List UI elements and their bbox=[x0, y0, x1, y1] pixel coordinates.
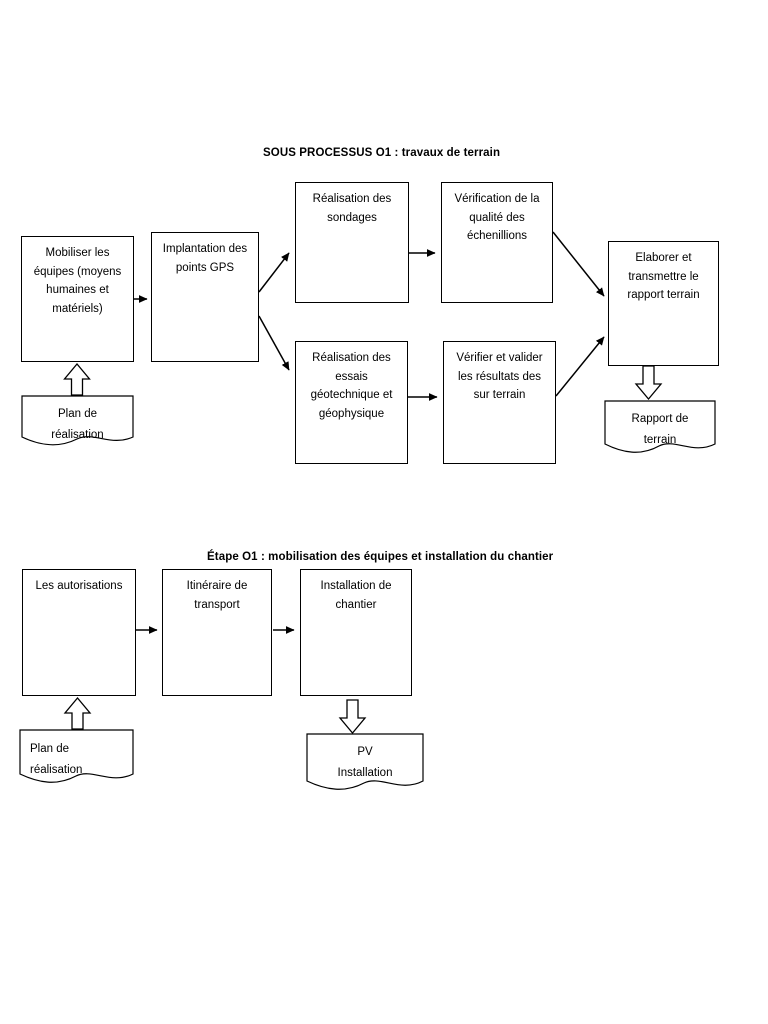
node-itineraire[interactable]: Itinéraire de transport bbox=[162, 569, 272, 696]
node-verifier-valider-label: Vérifier et valider les résultats des su… bbox=[456, 352, 543, 402]
doc-line-1: PV bbox=[357, 746, 373, 758]
node-essais[interactable]: Réalisation des essais géotechnique et g… bbox=[295, 341, 408, 464]
node-implantation-label: Implantation des points GPS bbox=[162, 243, 248, 274]
node-installation-chantier-label: Installation de chantier bbox=[320, 580, 392, 611]
hollow-arrow-installation-to-pv bbox=[338, 699, 367, 735]
node-verification-qualite-label: Vérification de la qualité des échenilli… bbox=[454, 193, 540, 243]
document-rapport-terrain-text: Rapport de terrain bbox=[604, 400, 716, 452]
arrow-implantation-to-sondages bbox=[258, 252, 290, 293]
arrow-verification-to-elaborer bbox=[552, 231, 605, 297]
doc-line-1: Rapport de bbox=[631, 413, 689, 425]
section-title-etape-01: Étape O1 : mobilisation des équipes et i… bbox=[207, 551, 554, 563]
node-essais-label: Réalisation des essais géotechnique et g… bbox=[310, 352, 393, 420]
document-shape bbox=[21, 395, 134, 446]
node-verification-qualite[interactable]: Vérification de la qualité des échenilli… bbox=[441, 182, 553, 303]
document-shape bbox=[19, 729, 134, 783]
document-plan-realisation-top-text: Plan de réalisation bbox=[21, 395, 134, 447]
doc-line-1: Plan de bbox=[57, 408, 97, 420]
doc-line-2: terrain bbox=[643, 434, 677, 447]
document-pv-installation-text: PV Installation bbox=[306, 733, 424, 785]
node-elaborer-label: Elaborer et transmettre le rapport terra… bbox=[627, 252, 700, 302]
hollow-arrow-plan-to-mobiliser bbox=[63, 362, 91, 396]
node-installation-chantier[interactable]: Installation de chantier bbox=[300, 569, 412, 696]
hollow-arrow-plan-to-autorisations bbox=[63, 696, 92, 730]
node-verifier-valider[interactable]: Vérifier et valider les résultats des su… bbox=[443, 341, 556, 464]
document-plan-realisation-top[interactable]: Plan de réalisation bbox=[21, 395, 134, 449]
document-shape bbox=[604, 400, 716, 453]
arrow-verifier-to-elaborer bbox=[555, 336, 605, 397]
hollow-arrow-elaborer-to-rapport bbox=[634, 365, 663, 401]
node-sondages-label: Réalisation des sondages bbox=[312, 193, 392, 224]
document-rapport-terrain[interactable]: Rapport de terrain bbox=[604, 400, 716, 457]
document-plan-realisation-bottom-text: Plan de réalisation bbox=[19, 729, 134, 782]
arrow-implantation-to-essais bbox=[258, 315, 290, 371]
doc-line-2: réalisation bbox=[51, 429, 104, 442]
document-plan-realisation-bottom[interactable]: Plan de réalisation bbox=[19, 729, 134, 787]
node-sondages[interactable]: Réalisation des sondages bbox=[295, 182, 409, 303]
doc-line-2: Installation bbox=[337, 767, 393, 780]
doc-line-1: Plan de bbox=[30, 743, 70, 755]
document-pv-installation[interactable]: PV Installation bbox=[306, 733, 424, 795]
node-mobiliser[interactable]: Mobiliser les équipes (moyens humaines e… bbox=[21, 236, 134, 362]
node-itineraire-label: Itinéraire de transport bbox=[186, 580, 248, 611]
node-implantation[interactable]: Implantation des points GPS bbox=[151, 232, 259, 362]
node-autorisations[interactable]: Les autorisations bbox=[22, 569, 136, 696]
node-elaborer[interactable]: Elaborer et transmettre le rapport terra… bbox=[608, 241, 719, 366]
section-title-sous-processus: SOUS PROCESSUS O1 : travaux de terrain bbox=[263, 147, 501, 159]
node-mobiliser-label: Mobiliser les équipes (moyens humaines e… bbox=[33, 247, 122, 315]
document-shape bbox=[306, 733, 424, 790]
node-autorisations-label: Les autorisations bbox=[35, 580, 123, 592]
doc-line-2: réalisation bbox=[30, 764, 83, 777]
